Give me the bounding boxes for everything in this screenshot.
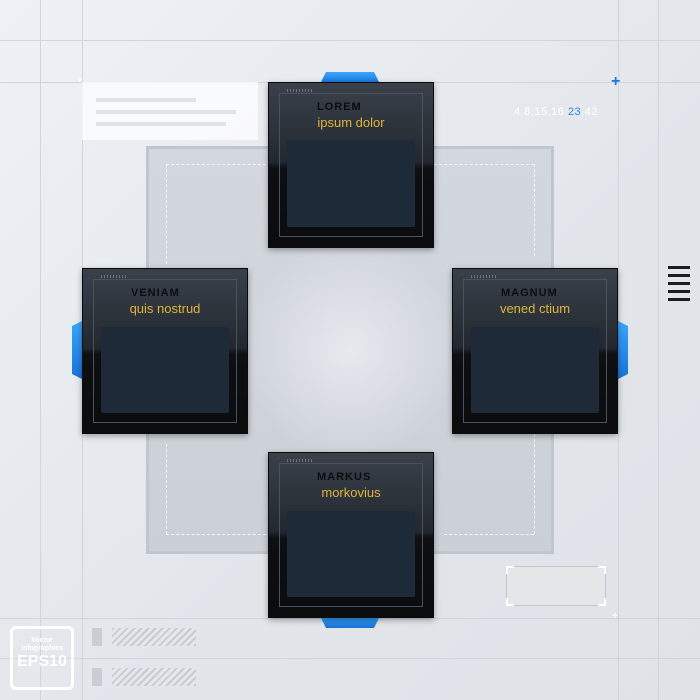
grid-line xyxy=(0,40,700,41)
left-tab xyxy=(72,320,84,380)
card-tag: VENIAM xyxy=(131,287,180,299)
card-frame xyxy=(279,93,423,237)
corner-mark xyxy=(598,598,606,606)
plus-icon: + xyxy=(612,611,618,622)
grid-line xyxy=(0,658,700,659)
card-tag: LOREM xyxy=(317,101,362,113)
tick-marks xyxy=(287,459,313,462)
bottom-tab xyxy=(320,616,380,628)
card-label: quis nostrud xyxy=(129,301,201,316)
flow-line xyxy=(534,434,535,534)
badge-format: EPS10 xyxy=(17,653,67,670)
card-bottom[interactable]: MARKUS morkovius xyxy=(268,452,434,618)
flow-line xyxy=(166,534,266,535)
plus-icon: + xyxy=(611,73,621,90)
card-label: morkovius xyxy=(321,485,381,500)
top-tab xyxy=(320,72,380,84)
badge-line: Vector xyxy=(31,637,53,644)
flow-line xyxy=(166,444,167,534)
card-left[interactable]: VENIAM quis nostrud xyxy=(82,268,248,434)
grid-line xyxy=(658,0,659,700)
card-frame xyxy=(93,279,237,423)
card-screen xyxy=(287,511,415,597)
right-tab xyxy=(616,320,628,380)
card-label: ipsum dolor xyxy=(317,115,385,130)
tick-marks xyxy=(287,89,313,92)
card-tag: MARKUS xyxy=(317,471,372,483)
note-line xyxy=(96,98,196,102)
card-screen xyxy=(471,327,599,413)
grid-line xyxy=(40,0,41,700)
corner-mark xyxy=(598,566,606,574)
stripe-block xyxy=(92,628,102,646)
flow-line xyxy=(444,534,534,535)
corner-mark xyxy=(506,566,514,574)
plus-icon: + xyxy=(77,75,83,86)
stripe-bar xyxy=(112,668,196,686)
card-frame xyxy=(279,463,423,607)
tick-marks xyxy=(101,275,127,278)
flow-line xyxy=(166,164,266,165)
note-line xyxy=(96,122,226,126)
tick-marks xyxy=(471,275,497,278)
badge-line: infographics xyxy=(20,645,63,652)
empty-box xyxy=(506,566,606,606)
stripe-block xyxy=(92,668,102,686)
center-glow xyxy=(240,240,460,460)
card-top[interactable]: LOREM ipsum dolor xyxy=(268,82,434,248)
card-frame xyxy=(463,279,607,423)
note-line xyxy=(96,110,236,114)
card-tag: MAGNUM xyxy=(501,287,558,299)
number-sequence: 4.8.15.16.23.42 xyxy=(514,106,598,118)
card-screen xyxy=(287,141,415,227)
flow-line xyxy=(434,164,534,165)
eps-badge: Vector infographics EPS10 xyxy=(10,626,74,690)
card-label: vened ctium xyxy=(499,301,571,316)
stripe-bar xyxy=(112,628,196,646)
menu-icon[interactable] xyxy=(668,266,690,306)
flow-line xyxy=(166,164,167,264)
card-right[interactable]: MAGNUM vened ctium xyxy=(452,268,618,434)
flow-line xyxy=(534,164,535,256)
card-screen xyxy=(101,327,229,413)
corner-mark xyxy=(506,598,514,606)
